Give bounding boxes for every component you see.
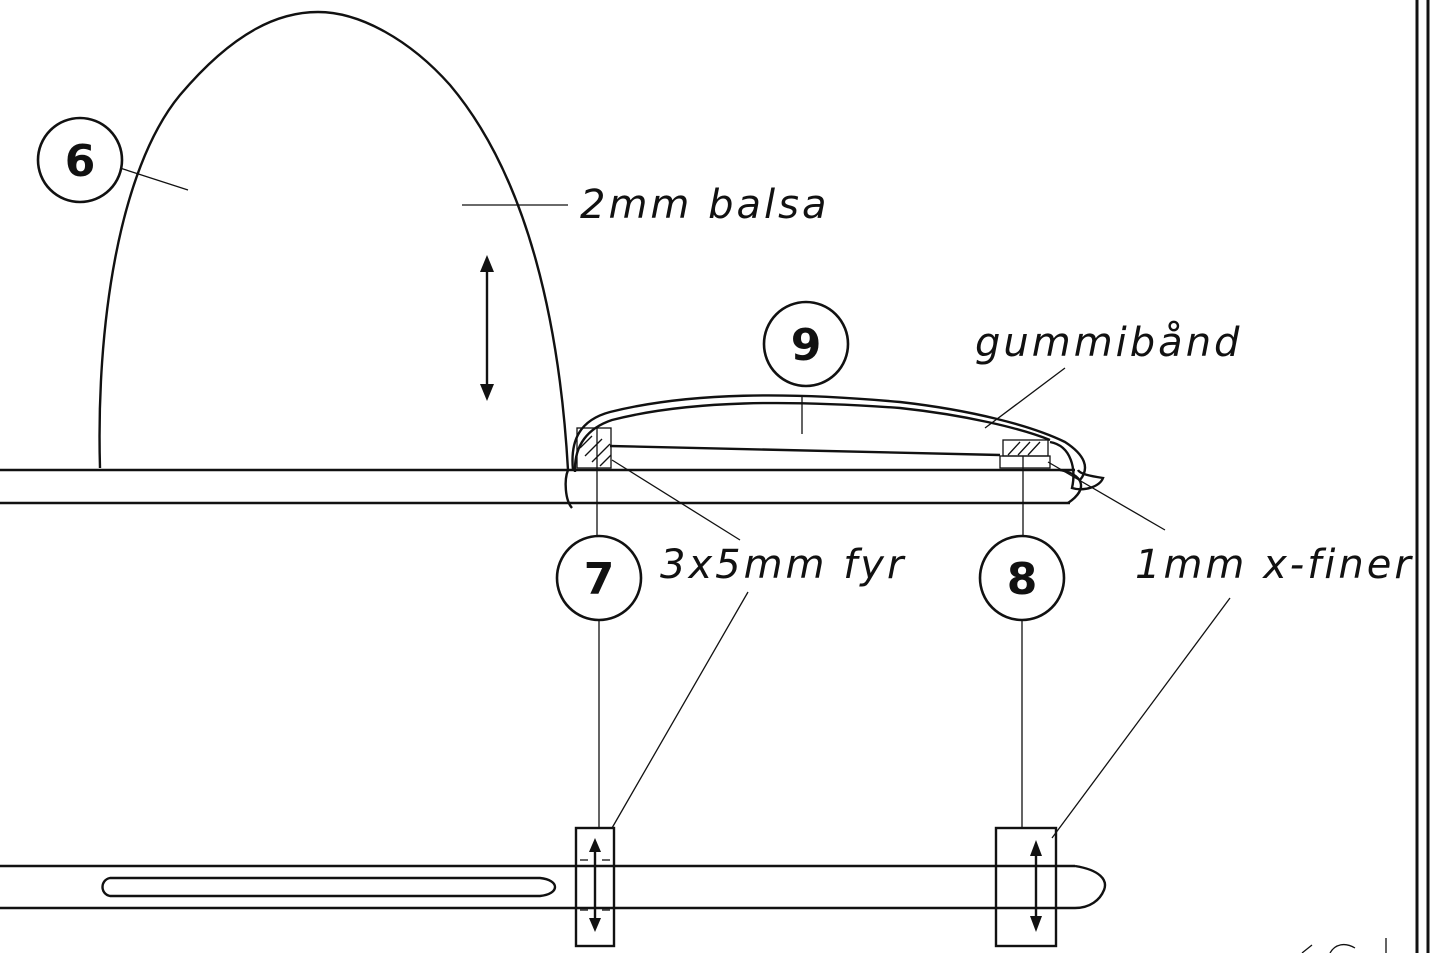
leader-plywood-lower — [1051, 597, 1231, 839]
page-fragment — [1301, 938, 1387, 953]
part-number-8-text: 8 — [1007, 554, 1038, 605]
label-rubber-band: gummibånd — [975, 320, 1242, 366]
fuselage-top-view — [0, 864, 1107, 910]
label-spruce: 3x5mm fyr — [660, 542, 906, 588]
fin-part-6 — [98, 10, 570, 471]
label-plywood: 1mm x-finer — [1135, 542, 1414, 588]
label-balsa: 2mm balsa — [580, 182, 829, 228]
leader-plywood — [1047, 461, 1166, 531]
part-number-7-text: 7 — [584, 554, 615, 605]
leader-spruce-lower — [611, 591, 749, 829]
block-part-7-top — [574, 826, 616, 948]
block-part-8-top — [994, 826, 1058, 948]
leader-spruce — [611, 459, 741, 541]
leader-rubber-band — [984, 367, 1066, 429]
part-number-7: 7 — [555, 534, 643, 622]
frame-border — [1415, 0, 1430, 953]
rubber-band-hook — [1049, 440, 1105, 491]
part-number-6-text: 6 — [65, 136, 96, 187]
block-part-7-side — [576, 427, 612, 540]
block-part-8-side — [999, 439, 1051, 540]
part-number-8: 8 — [978, 534, 1066, 622]
grain-arrow-fin — [480, 255, 494, 401]
part-number-6: 6 — [36, 116, 124, 204]
fuselage-side-view — [0, 468, 1083, 505]
part-number-9-text: 9 — [791, 320, 822, 371]
part-number-9: 9 — [762, 300, 850, 388]
